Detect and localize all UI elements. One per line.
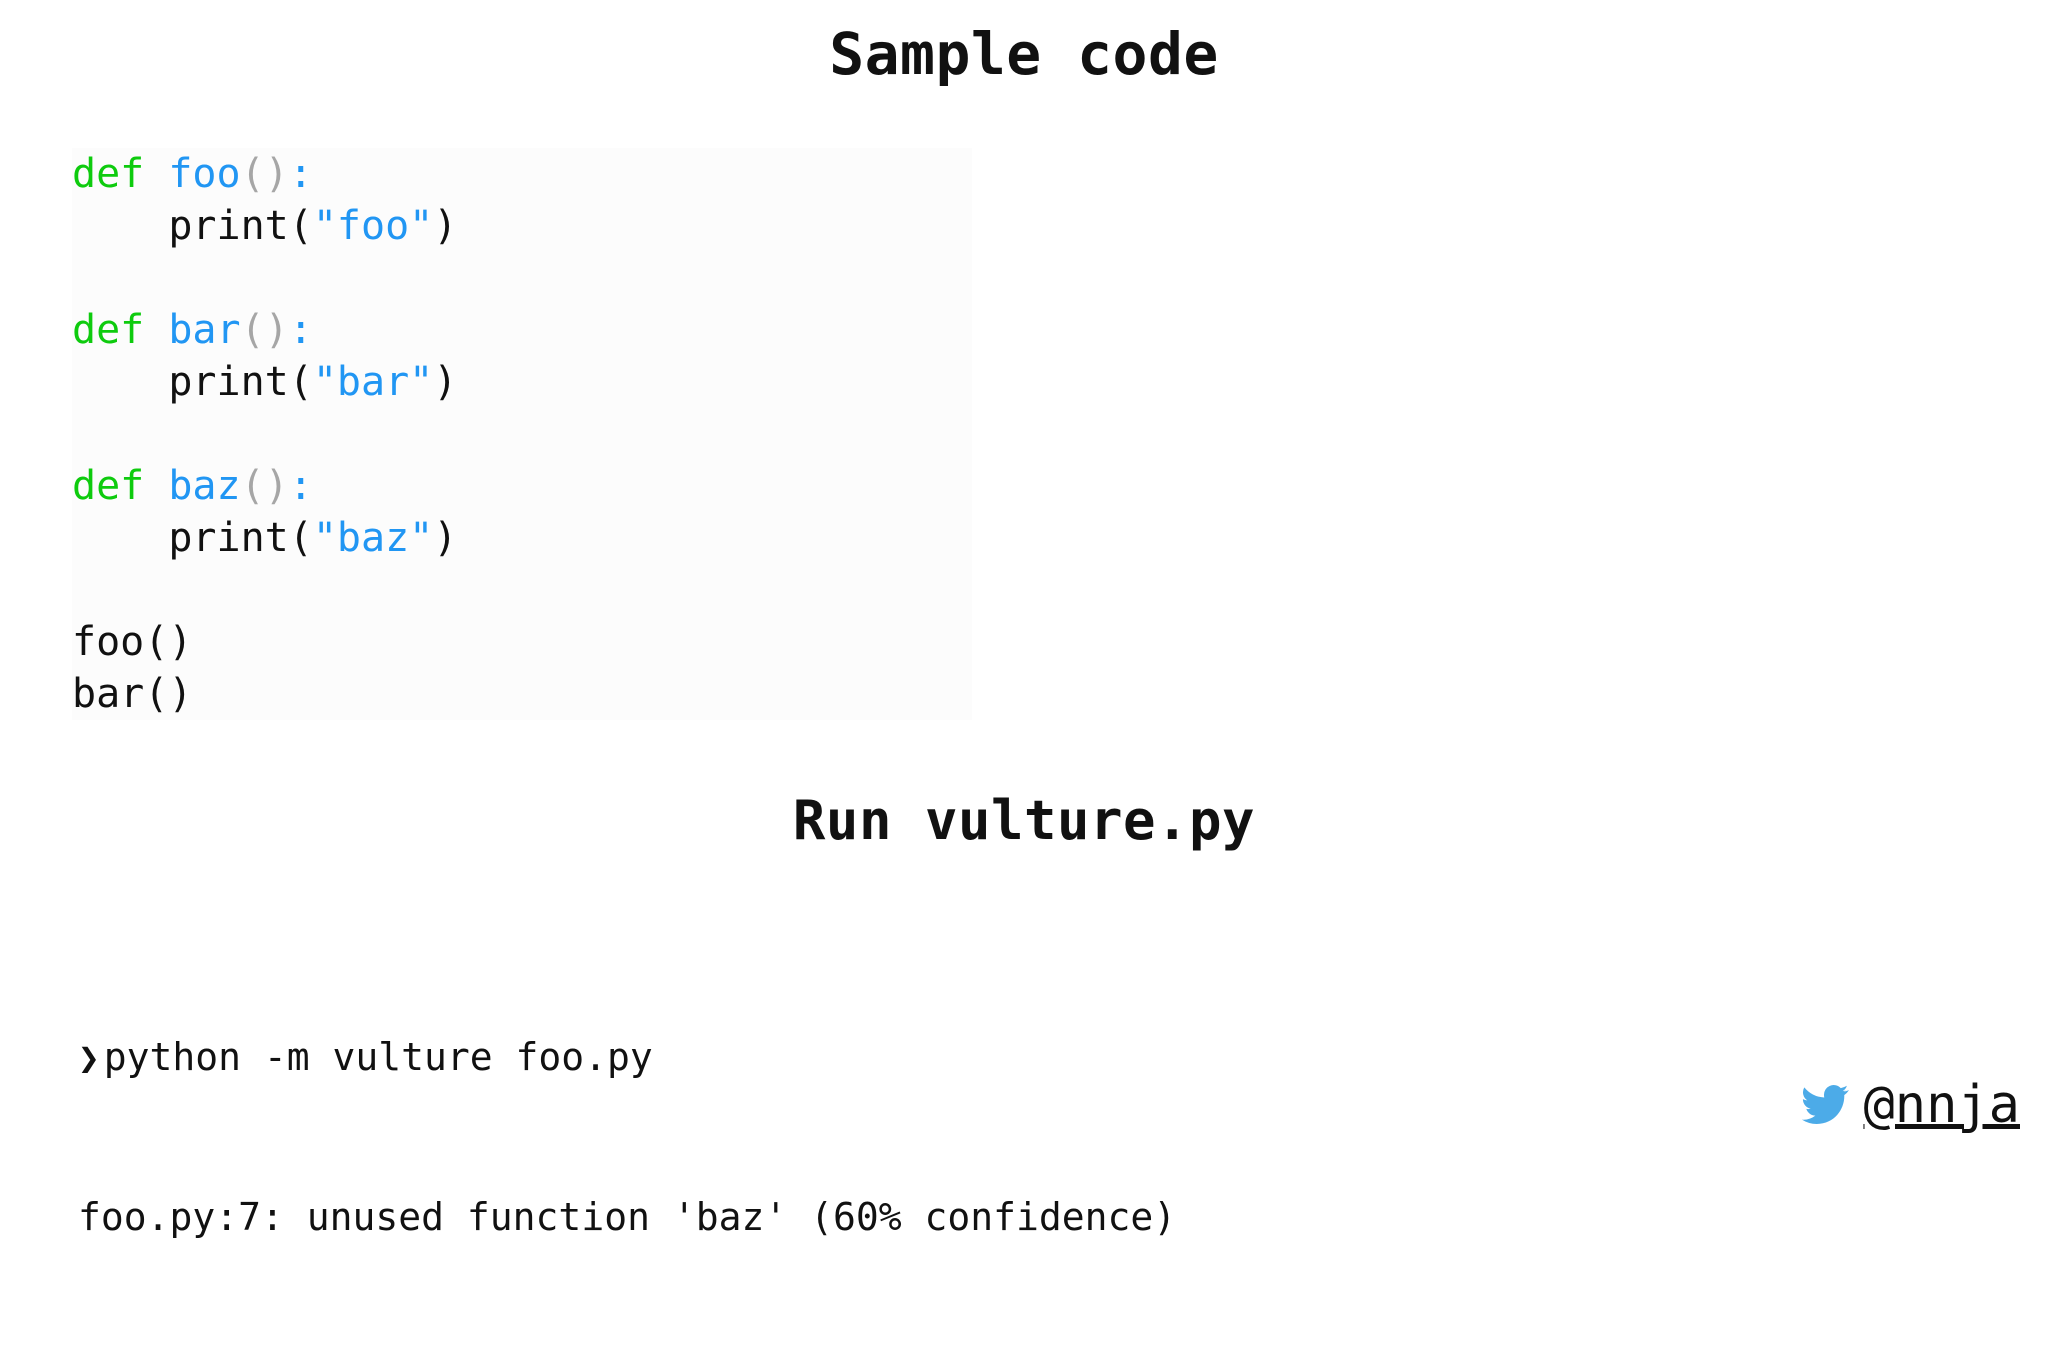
code-line: def baz():	[72, 460, 972, 512]
terminal-output: foo.py:7: unused function 'baz' (60% con…	[78, 1195, 1177, 1239]
code-token-keyword: def	[72, 307, 169, 353]
code-line: bar()	[72, 668, 972, 720]
code-line: print("foo")	[72, 200, 972, 252]
twitter-handle[interactable]: @nnja	[1801, 1076, 2020, 1134]
code-line	[72, 564, 972, 616]
code-token-plain: print(	[72, 359, 313, 405]
code-line: def bar():	[72, 304, 972, 356]
twitter-bird-icon	[1801, 1084, 1850, 1126]
code-token-string: "foo"	[312, 203, 434, 249]
code-line: foo()	[72, 616, 972, 668]
code-token-function: foo	[168, 151, 241, 197]
code-token-punct: ()	[240, 307, 289, 353]
code-token-string: "bar"	[312, 359, 434, 405]
code-token-keyword: def	[72, 151, 169, 197]
code-line	[72, 408, 972, 460]
code-token-colon: :	[288, 307, 313, 353]
slide-root: Sample code def foo(): print("foo") def …	[72, 20, 2020, 1239]
code-token-function: baz	[168, 463, 241, 509]
terminal-command: python -m vulture foo.py	[103, 1035, 653, 1079]
code-token-colon: :	[288, 151, 313, 197]
code-token-plain: print(	[72, 515, 313, 561]
terminal-block: ❯python -m vulture foo.py foo.py:7: unus…	[78, 925, 1176, 1350]
code-token-plain: )	[433, 203, 458, 249]
code-line: def foo():	[72, 148, 972, 200]
section-title: Run vulture.py	[792, 789, 1256, 852]
prompt-chevron-icon: ❯	[78, 1038, 100, 1079]
code-token-plain: print(	[72, 203, 313, 249]
twitter-handle-label[interactable]: @nnja	[1863, 1075, 2020, 1135]
code-token-plain: foo()	[72, 619, 193, 665]
code-token-string: "baz"	[312, 515, 434, 561]
code-token-function: bar	[168, 307, 241, 353]
page-title: Sample code	[829, 20, 1219, 88]
code-token-plain: bar()	[72, 671, 193, 717]
terminal-command-line: ❯python -m vulture foo.py	[78, 1031, 1176, 1085]
code-line: print("bar")	[72, 356, 972, 408]
code-token-keyword: def	[72, 463, 169, 509]
code-token-punct: ()	[240, 463, 289, 509]
code-line	[72, 252, 972, 304]
code-block: def foo(): print("foo") def bar(): print…	[72, 148, 972, 720]
code-token-plain: )	[433, 515, 458, 561]
code-token-colon: :	[288, 463, 313, 509]
code-token-punct: ()	[240, 151, 289, 197]
code-line: print("baz")	[72, 512, 972, 564]
code-token-plain: )	[433, 359, 458, 405]
